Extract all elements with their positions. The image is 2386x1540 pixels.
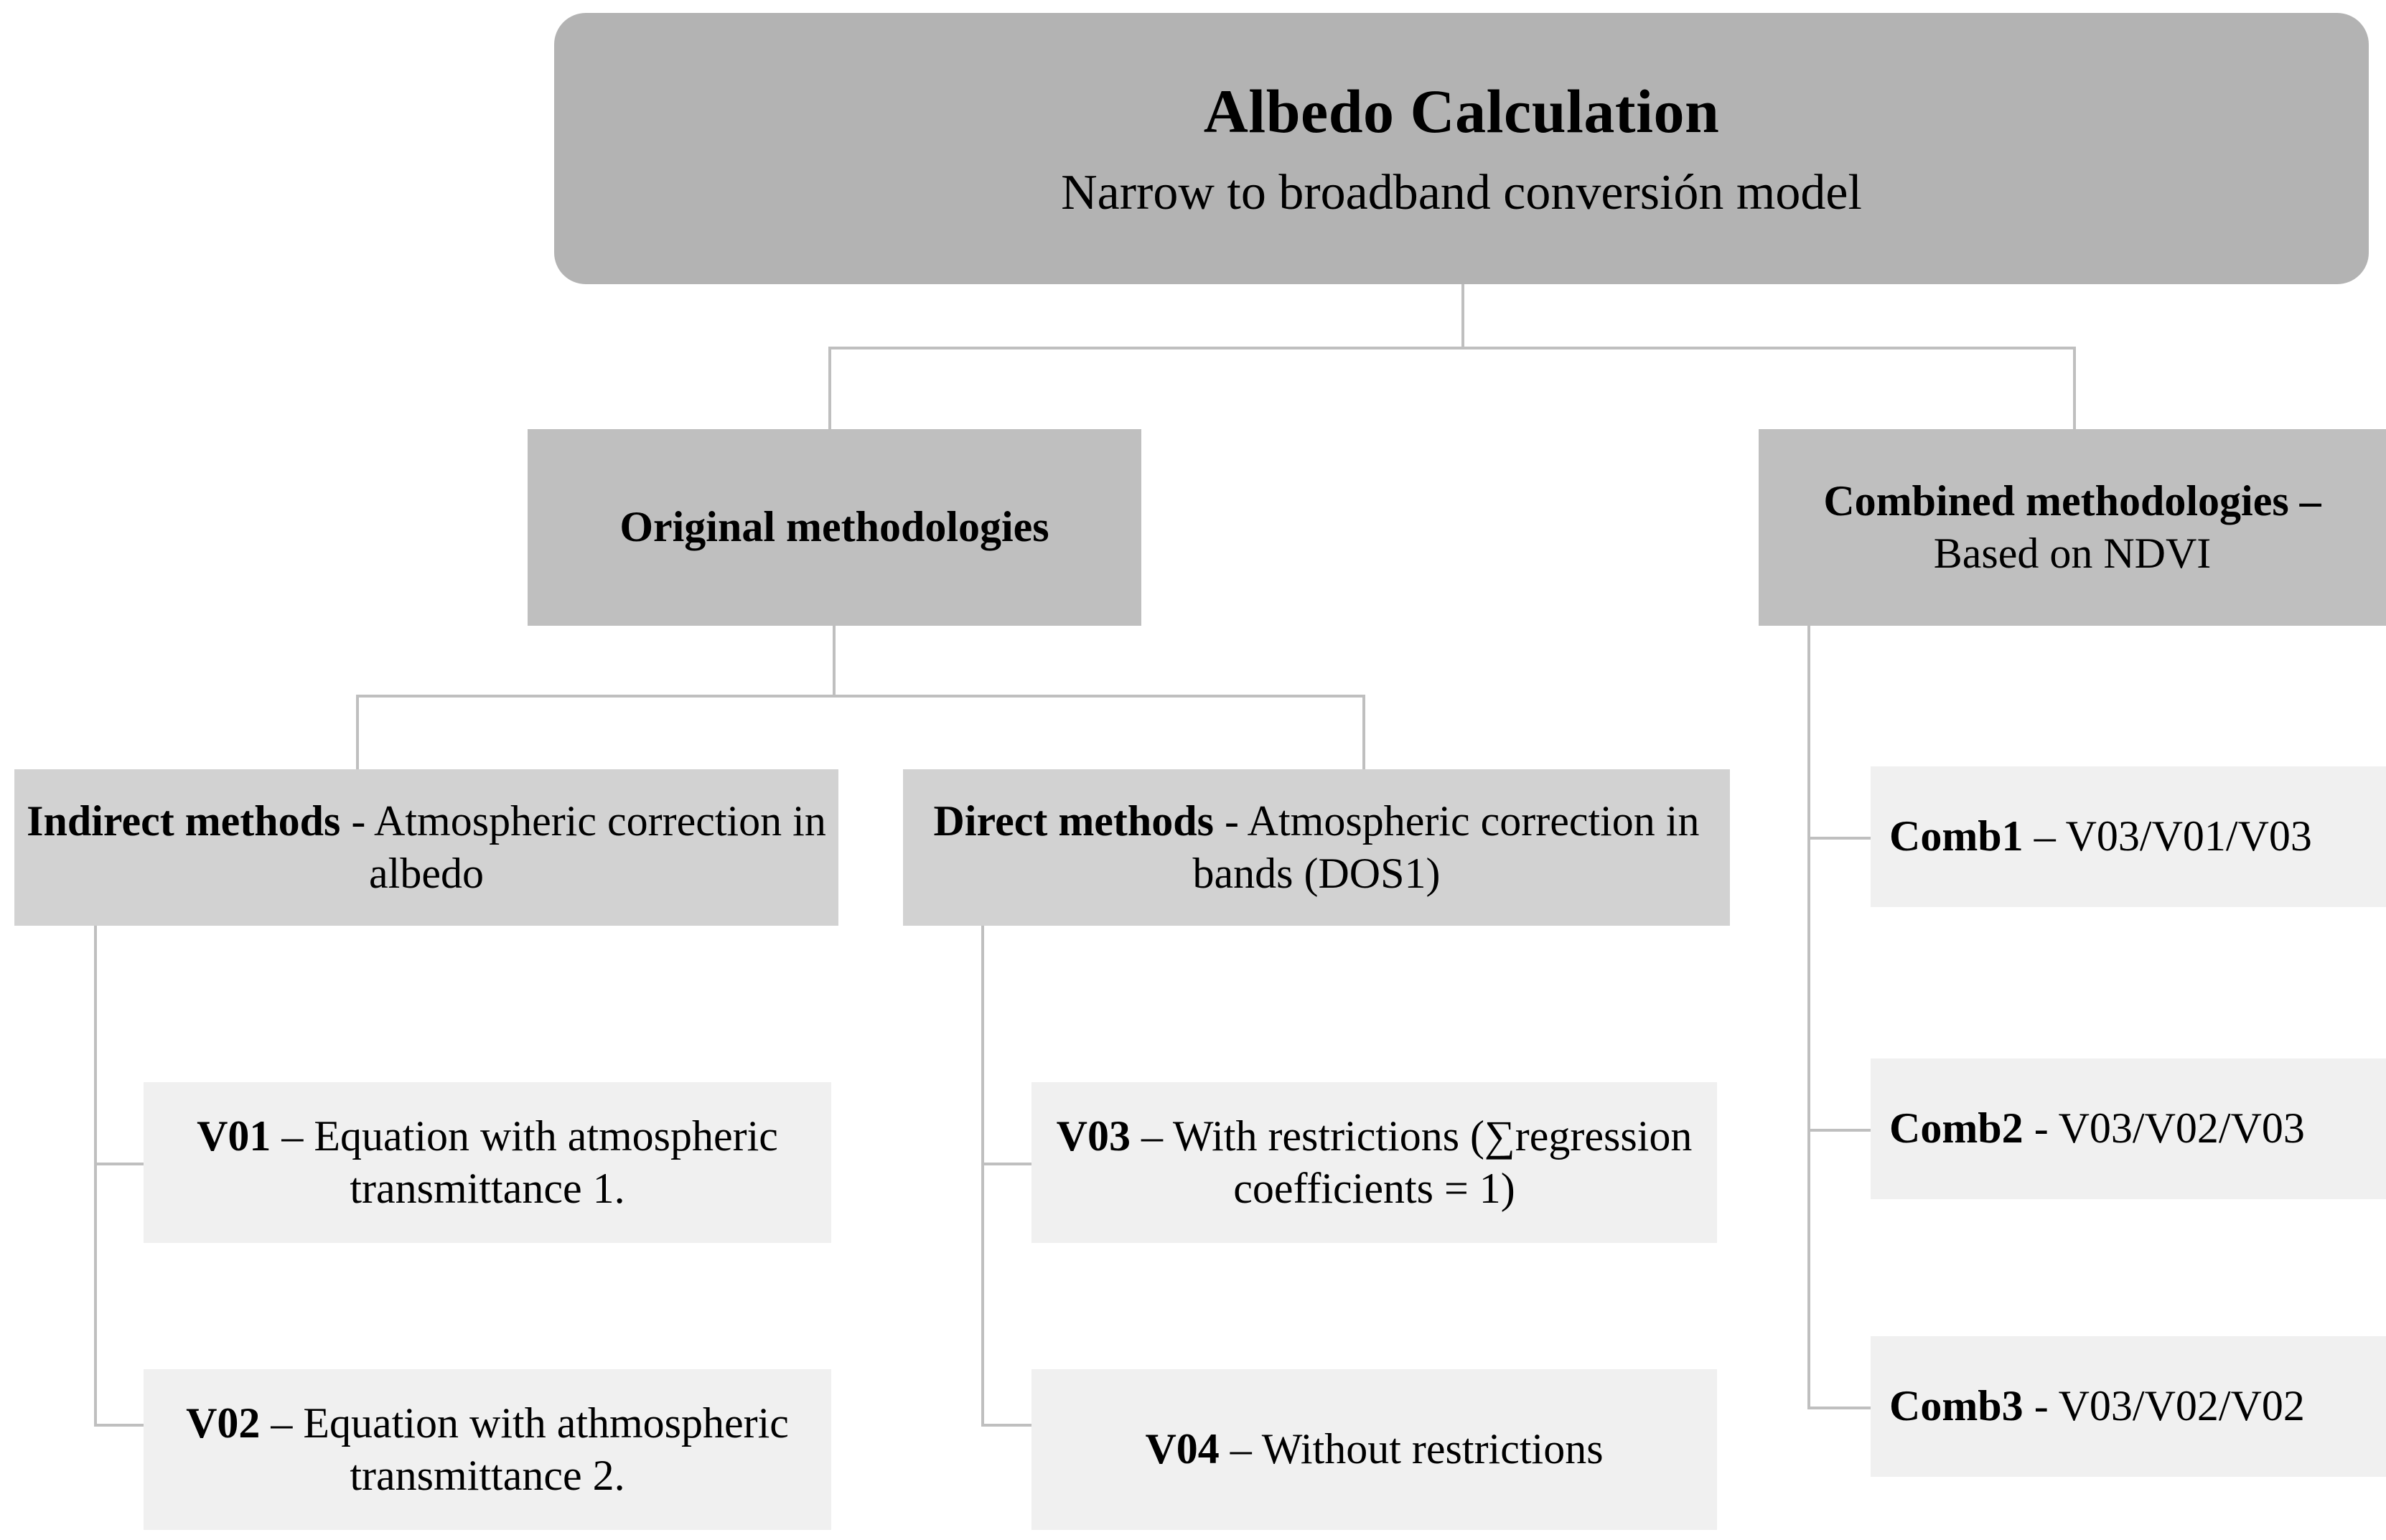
connector-original-stem	[833, 626, 836, 696]
connector-combined-to-comb1	[1807, 837, 1871, 840]
node-direct-methods-label: Direct methods - Atmospheric correction …	[903, 795, 1730, 900]
node-comb2-bold: Comb2	[1889, 1104, 2024, 1152]
node-direct-methods[interactable]: Direct methods - Atmospheric correction …	[903, 769, 1730, 926]
node-indirect-methods-bold: Indirect methods	[27, 797, 341, 845]
connector-original-to-direct	[1362, 695, 1365, 771]
node-combined-methodologies-line2: Based on NDVI	[1933, 530, 2212, 577]
node-v01-label: V01 – Equation with atmospheric transmit…	[144, 1110, 831, 1215]
connector-indirect-to-v01	[94, 1163, 146, 1165]
node-v04-bold: V04	[1145, 1425, 1220, 1473]
node-v03[interactable]: V03 – With restrictions (∑regression coe…	[1031, 1082, 1717, 1243]
node-comb3-bold: Comb3	[1889, 1382, 2024, 1430]
node-original-methodologies[interactable]: Original methodologies	[528, 429, 1141, 626]
connector-combined-spine	[1807, 626, 1810, 1408]
root-subtitle: Narrow to broadband conversión model	[1061, 164, 1862, 220]
node-combined-methodologies-line1: Combined methodologies –	[1823, 476, 2321, 525]
node-comb3-rest: - V03/V02/V02	[2023, 1382, 2305, 1430]
node-comb2-rest: - V03/V02/V03	[2023, 1104, 2305, 1152]
node-v02[interactable]: V02 – Equation with athmospheric transmi…	[144, 1369, 831, 1530]
node-indirect-methods-rest: - Atmospheric correction in albedo	[340, 797, 826, 897]
node-v02-bold: V02	[186, 1399, 261, 1447]
node-v03-bold: V03	[1056, 1112, 1131, 1160]
node-v03-rest: – With restrictions (∑regression coeffic…	[1130, 1112, 1693, 1212]
node-indirect-methods[interactable]: Indirect methods - Atmospheric correctio…	[14, 769, 838, 926]
node-direct-methods-bold: Direct methods	[933, 797, 1214, 845]
connector-combined-to-comb3	[1807, 1407, 1871, 1409]
connector-indirect-to-v02	[94, 1424, 146, 1427]
connector-original-bar	[356, 695, 1365, 698]
connector-root-to-original	[828, 347, 831, 431]
root-node-albedo-calculation[interactable]: Albedo Calculation Narrow to broadband c…	[554, 13, 2369, 284]
node-comb1[interactable]: Comb1 – V03/V01/V03	[1871, 766, 2386, 907]
node-v04-label: V04 – Without restrictions	[1031, 1423, 1717, 1475]
node-v04-rest: – Without restrictions	[1219, 1425, 1604, 1473]
node-indirect-methods-label: Indirect methods - Atmospheric correctio…	[14, 795, 838, 900]
node-v01[interactable]: V01 – Equation with atmospheric transmit…	[144, 1082, 831, 1243]
connector-root-bar	[828, 347, 2076, 349]
node-comb1-rest: – V03/V01/V03	[2023, 812, 2312, 860]
connector-root-to-combined	[2073, 347, 2076, 431]
node-comb2[interactable]: Comb2 - V03/V02/V03	[1871, 1058, 2386, 1199]
node-v04[interactable]: V04 – Without restrictions	[1031, 1369, 1717, 1530]
node-v02-label: V02 – Equation with athmospheric transmi…	[144, 1397, 831, 1502]
connector-root-stem	[1461, 283, 1464, 348]
connector-indirect-spine	[94, 926, 97, 1427]
connector-direct-to-v04	[981, 1424, 1033, 1427]
root-title: Albedo Calculation	[1203, 76, 1720, 146]
node-comb1-bold: Comb1	[1889, 812, 2024, 860]
node-comb3-label: Comb3 - V03/V02/V02	[1871, 1380, 2386, 1432]
connector-original-to-indirect	[356, 695, 359, 771]
connector-direct-to-v03	[981, 1163, 1033, 1165]
node-v03-label: V03 – With restrictions (∑regression coe…	[1031, 1110, 1717, 1215]
node-combined-methodologies-label: Combined methodologies – Based on NDVI	[1759, 475, 2386, 580]
node-combined-methodologies[interactable]: Combined methodologies – Based on NDVI	[1759, 429, 2386, 626]
node-original-methodologies-label: Original methodologies	[619, 503, 1049, 551]
node-v01-rest: – Equation with atmospheric transmittanc…	[271, 1112, 778, 1212]
node-comb3[interactable]: Comb3 - V03/V02/V02	[1871, 1336, 2386, 1477]
node-v01-bold: V01	[197, 1112, 271, 1160]
node-comb1-label: Comb1 – V03/V01/V03	[1871, 810, 2386, 863]
node-direct-methods-rest: - Atmospheric correction in bands (DOS1)	[1192, 797, 1700, 897]
node-comb2-label: Comb2 - V03/V02/V03	[1871, 1102, 2386, 1155]
node-v02-rest: – Equation with athmospheric transmittan…	[260, 1399, 789, 1499]
connector-direct-spine	[981, 926, 984, 1427]
connector-combined-to-comb2	[1807, 1129, 1871, 1132]
